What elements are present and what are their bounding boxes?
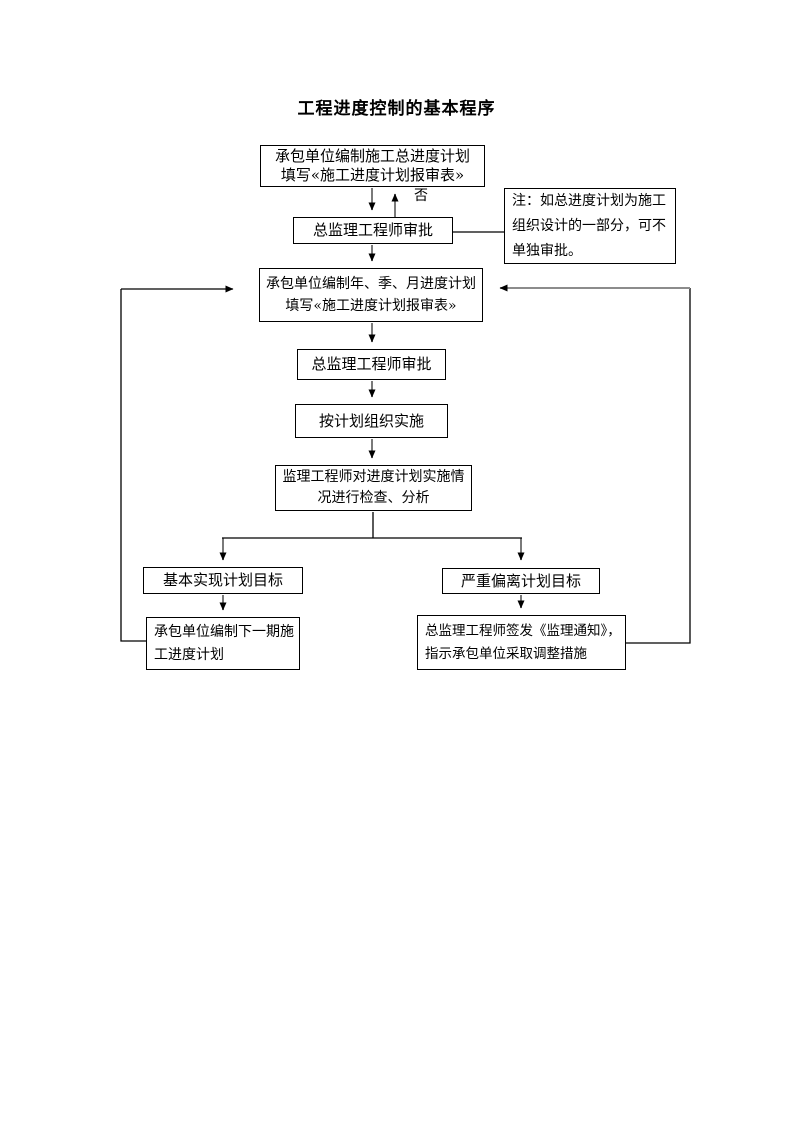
node-target-achieved: 基本实现计划目标: [143, 567, 303, 594]
node-implement-per-plan: 按计划组织实施: [295, 404, 448, 438]
no-branch-label: 否: [414, 188, 428, 204]
flow-arrows: [219, 188, 525, 611]
feedback-right-path: [626, 288, 691, 644]
node-next-period-schedule: 承包单位编制下一期施 工进度计划: [146, 617, 300, 670]
connector-lines: [120, 231, 691, 644]
node-periodic-schedule: 承包单位编制年、季、月进度计划 填写«施工进度计划报审表»: [259, 268, 483, 322]
node-chief-engineer-approval-2: 总监理工程师审批: [297, 349, 446, 380]
note-box: 注：如总进度计划为施工 组织设计的一部分，可不 单独审批。: [504, 188, 676, 264]
node-target-deviated: 严重偏离计划目标: [442, 568, 600, 594]
node-chief-engineer-approval-1: 总监理工程师审批: [293, 217, 453, 244]
node-supervisor-check-analysis: 监理工程师对进度计划实施情 况进行检查、分析: [275, 465, 472, 511]
node-master-schedule: 承包单位编制施工总进度计划 填写«施工进度计划报审表»: [260, 145, 485, 187]
page-title: 工程进度控制的基本程序: [297, 99, 496, 119]
feedback-left-path: [120, 289, 146, 642]
node-issue-supervision-notice: 总监理工程师签发《监理通知》， 指示承包单位采取调整措施: [417, 615, 626, 670]
